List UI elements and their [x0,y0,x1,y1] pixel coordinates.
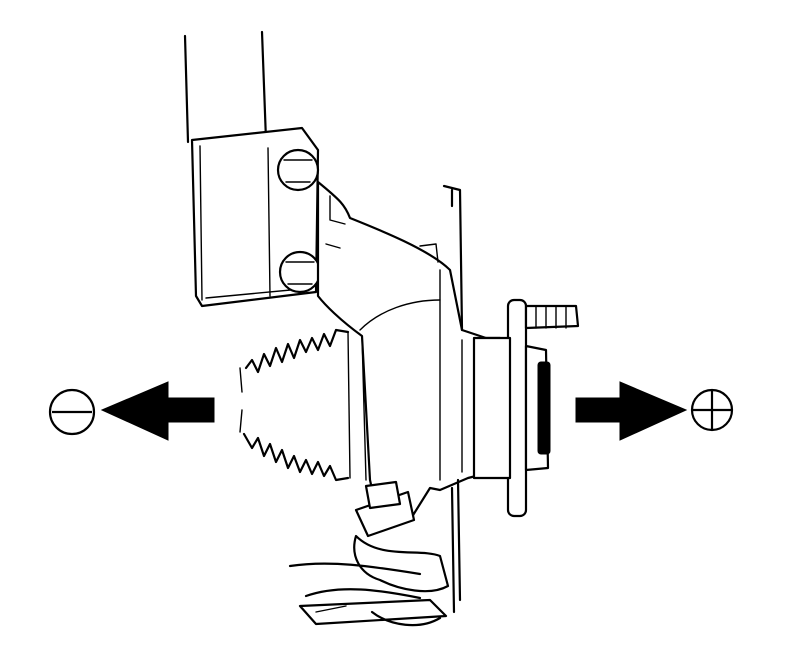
dust-shield [419,184,464,614]
lower-arm [288,480,450,627]
hub-flange [472,298,551,518]
steering-knuckle [316,180,502,527]
arrow-right-icon [575,381,688,441]
minus-circle-icon [48,388,96,436]
arrow-left-icon [100,381,215,441]
cv-boot [239,328,367,482]
upper-bolt [276,148,320,192]
plus-circle-icon [690,388,734,432]
strut-tubes [183,30,268,144]
lower-bolt [278,250,322,294]
wheel-stud [524,304,580,330]
